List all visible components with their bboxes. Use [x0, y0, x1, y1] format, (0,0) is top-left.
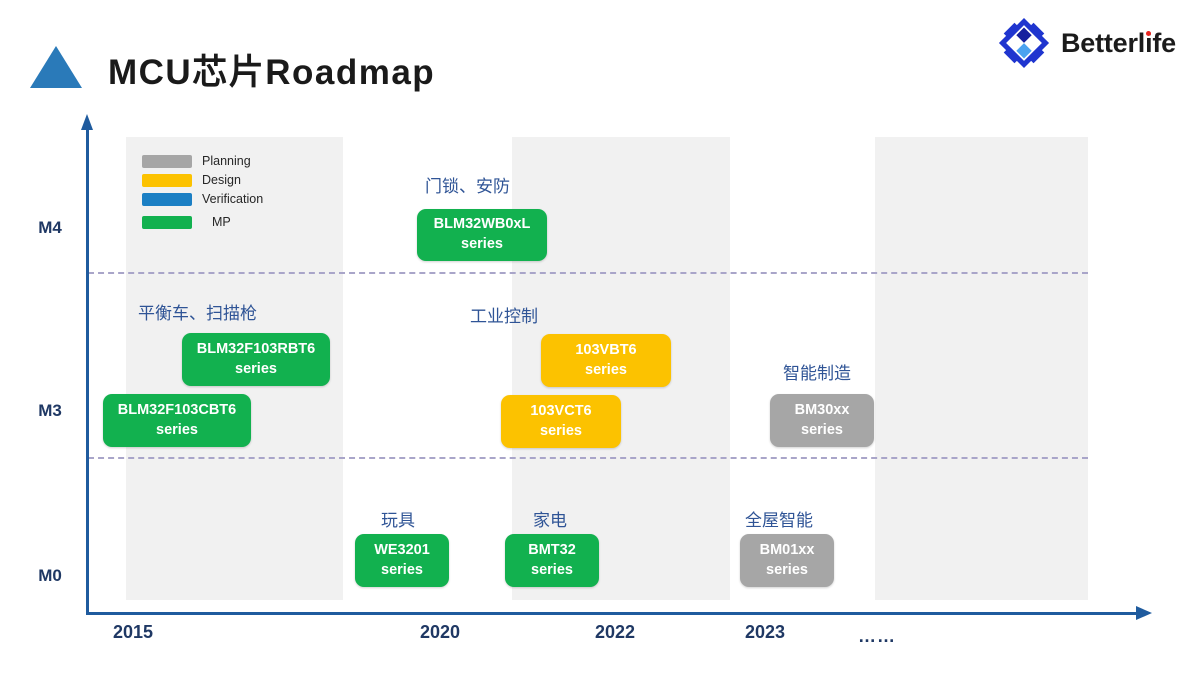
- category-label-whole-house-smart: 全屋智能: [745, 511, 813, 530]
- y-tick-m3: M3: [38, 401, 62, 420]
- legend-item-mp: MP: [142, 213, 263, 231]
- category-label-balance-scanner: 平衡车、扫描枪: [138, 304, 257, 323]
- x-tick-2023: 2023: [745, 622, 786, 642]
- product-series: series: [540, 422, 582, 439]
- brand-logo: Betterlife: [997, 16, 1176, 70]
- product-series: series: [461, 236, 503, 252]
- product-series: series: [381, 561, 423, 578]
- x-tick-2015: 2015: [113, 622, 154, 642]
- x-tick-2022: 2022: [595, 622, 636, 642]
- category-label-home-appliance: 家电: [533, 511, 567, 530]
- brand-accent-dot: [1146, 30, 1151, 36]
- product-name: BLM32F103RBT6: [196, 340, 316, 357]
- product-series: series: [235, 360, 277, 377]
- triangle-icon: [30, 46, 82, 88]
- product-box-blm32f103cbt6[interactable]: BLM32F103CBT6 series: [103, 394, 251, 447]
- product-name: BLM32F103CBT6: [117, 401, 237, 418]
- legend-label-planning: Planning: [202, 154, 251, 168]
- product-box-blm32f103rbt6[interactable]: BLM32F103RBT6 series: [182, 333, 330, 386]
- product-box-blm32wb0xl[interactable]: BLM32WB0xL series: [417, 209, 547, 261]
- legend-swatch-design: [142, 173, 192, 187]
- product-series: series: [156, 421, 198, 438]
- product-box-103vct6[interactable]: 103VCT6 series: [501, 395, 621, 448]
- diamond-gear-icon: [998, 17, 1050, 69]
- status-legend: Planning Design Verification MP: [142, 152, 263, 232]
- tier-divider-m3-m0: [88, 457, 1088, 459]
- year-band-2023: [875, 137, 1088, 600]
- tier-divider-m4-m3: [88, 272, 1088, 274]
- product-box-bm30xx[interactable]: BM30xx series: [770, 394, 874, 447]
- category-label-door-lock-security: 门锁、安防: [425, 177, 510, 196]
- product-name: BM30xx: [794, 401, 850, 418]
- x-axis-arrow: [1136, 606, 1152, 620]
- product-box-bm01xx[interactable]: BM01xx series: [740, 534, 834, 587]
- product-series: series: [766, 561, 808, 578]
- product-series: series: [531, 561, 573, 578]
- brand-name-wrap: Betterlife: [1061, 28, 1176, 59]
- product-name: BLM32WB0xL: [433, 216, 531, 233]
- x-axis: [86, 612, 1138, 615]
- product-series: series: [801, 421, 843, 438]
- brand-name: Betterlife: [1060, 27, 1176, 58]
- product-name: 103VCT6: [530, 402, 592, 419]
- page-title: MCU芯片Roadmap: [108, 53, 436, 92]
- product-name: WE3201: [374, 541, 430, 558]
- legend-swatch-mp: [142, 215, 192, 229]
- x-tick-2020: 2020: [420, 622, 461, 642]
- category-label-smart-manufacturing: 智能制造: [783, 364, 851, 383]
- y-tick-m4: M4: [38, 218, 62, 237]
- legend-label-verification: Verification: [202, 192, 264, 206]
- product-name: 103VBT6: [575, 341, 637, 358]
- category-label-industrial-control: 工业控制: [470, 307, 538, 326]
- legend-item-design: Design: [142, 171, 263, 189]
- legend-label-mp: MP: [212, 215, 231, 229]
- y-tick-m0: M0: [38, 566, 62, 585]
- product-box-103vbt6[interactable]: 103VBT6 series: [541, 334, 671, 387]
- product-name: BMT32: [528, 541, 576, 558]
- legend-item-planning: Planning: [142, 152, 263, 170]
- product-box-bmt32[interactable]: BMT32 series: [505, 534, 599, 587]
- legend-swatch-planning: [142, 154, 192, 168]
- x-tick-ellipsis: ……: [858, 626, 896, 646]
- product-series: series: [585, 361, 627, 378]
- y-axis-arrow: [81, 114, 93, 130]
- legend-item-verification: Verification: [142, 190, 263, 208]
- category-label-toys: 玩具: [381, 511, 415, 530]
- product-box-we3201[interactable]: WE3201 series: [355, 534, 449, 587]
- legend-label-design: Design: [202, 173, 241, 187]
- product-name: BM01xx: [759, 541, 815, 558]
- legend-swatch-verification: [142, 192, 192, 206]
- y-axis: [86, 128, 89, 615]
